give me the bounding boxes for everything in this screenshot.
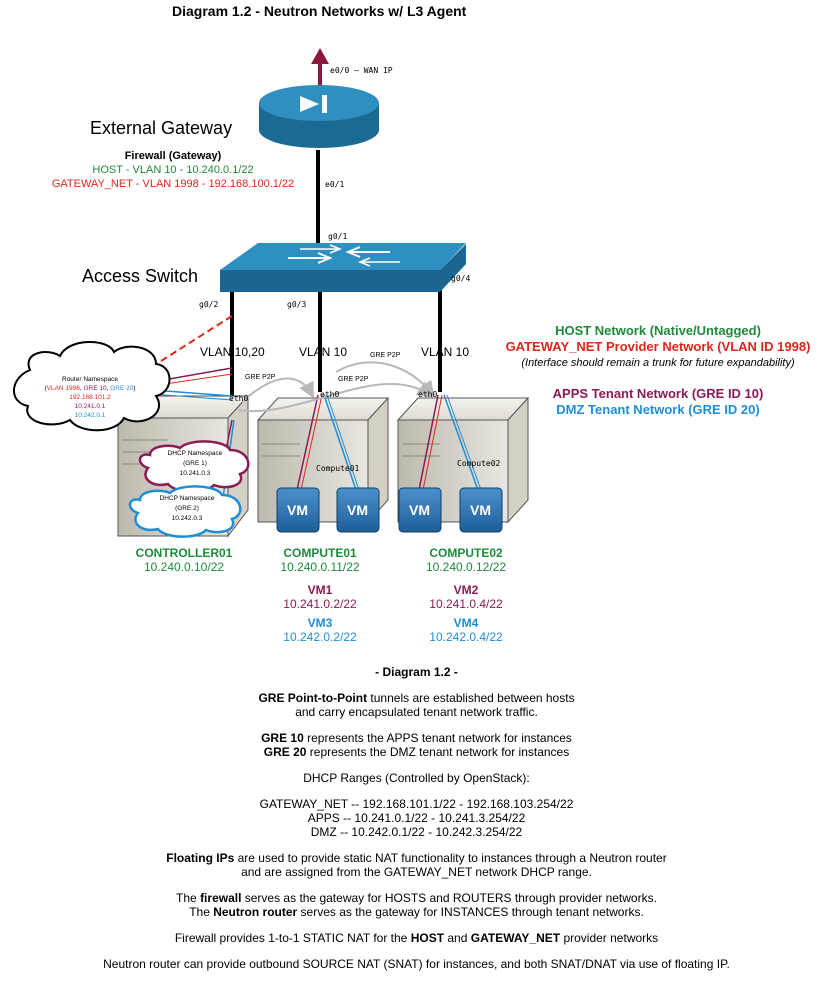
eth0-controller: eth0 (229, 394, 249, 403)
firewall-gateway-net-line: GATEWAY_NET - VLAN 1998 - 192.168.100.1/… (51, 178, 295, 190)
gre-p2p-label-2: GRE P2P (245, 374, 276, 381)
router-namespace-title: Router Namespace (62, 376, 118, 383)
wan-arrow (311, 48, 329, 88)
vm2-ip: 10.241.0.4/22 (429, 597, 503, 611)
notes-heading: - Diagram 1.2 - (375, 665, 458, 679)
notes-floating-ip-line-1: Floating IPs are used to provide static … (166, 851, 667, 865)
vm1-name: VM1 (307, 583, 333, 597)
compute02-ip: 10.240.0.12/22 (425, 560, 507, 574)
router-namespace-cloud (13, 340, 171, 432)
vlan-label-compute02: VLAN 10 (421, 345, 470, 359)
gateway-net-dashed-link (149, 315, 233, 369)
firewall-title: Firewall (Gateway) (124, 150, 222, 162)
access-switch-heading: Access Switch (82, 266, 199, 286)
dhcp-namespace-cloud-2 (128, 485, 242, 538)
firewall-router-icon (259, 85, 379, 148)
vm4-ip: 10.242.0.4/22 (429, 630, 503, 644)
controller01-name: CONTROLLER01 (135, 546, 233, 560)
compute01-ip: 10.240.0.11/22 (280, 560, 360, 574)
compute01-server-label: Compute01 (316, 464, 360, 473)
gre-p2p-tunnels (237, 361, 435, 413)
access-switch-icon (220, 243, 466, 292)
switch-port-g0-4: g0/4 (451, 274, 471, 283)
notes-static-nat-line: Firewall provides 1-to-1 STATIC NAT for … (174, 931, 659, 945)
notes-range-gateway: GATEWAY_NET -- 192.168.101.1/22 - 192.16… (259, 797, 574, 811)
dhcp-1-title: DHCP Namespace (167, 450, 223, 457)
notes-floating-ip-line-2: and are assigned from the GATEWAY_NET ne… (241, 865, 592, 879)
notes-gre10-line: GRE 10 represents the APPS tenant networ… (261, 731, 572, 745)
dhcp-2-title: DHCP Namespace (159, 495, 215, 502)
switch-uplink-port: g0/1 (328, 232, 348, 241)
firewall-host-line: HOST - VLAN 10 - 10.240.0.1/22 (92, 164, 254, 176)
vm4-name: VM4 (453, 616, 479, 630)
vm-icon-label-1: VM (287, 502, 308, 518)
notes-range-dmz: DMZ -- 10.242.0.1/22 - 10.242.3.254/22 (310, 825, 523, 839)
switch-port-g0-2: g0/2 (199, 300, 219, 309)
dhcp-2-gre: (GRE 2) (175, 505, 199, 512)
diagram-notes: - Diagram 1.2 - GRE Point-to-Point tunne… (0, 665, 833, 971)
eth0-compute01: eth0 (320, 390, 340, 399)
router-namespace-ip-apps: 10.241.0.1 (74, 403, 106, 410)
notes-firewall-line: The firewall serves as the gateway for H… (176, 891, 657, 905)
vm3-name: VM3 (307, 616, 333, 630)
router-namespace-ip-gateway: 192.168.101.2 (69, 394, 111, 401)
external-gateway-heading: External Gateway (90, 118, 233, 138)
vm-icon-label-3: VM (409, 502, 430, 518)
notes-gre-line-2: and carry encapsulated tenant network tr… (295, 705, 538, 719)
legend-apps-network: APPS Tenant Network (GRE ID 10) (552, 386, 764, 401)
notes-snat-line: Neutron router can provide outbound SOUR… (103, 957, 730, 971)
compute02-name: COMPUTE02 (429, 546, 503, 560)
legend-gateway-net: GATEWAY_NET Provider Network (VLAN ID 19… (505, 339, 811, 354)
vm-icon-label-2: VM (347, 502, 368, 518)
dhcp-namespace-cloud-1 (138, 440, 250, 493)
notes-neutron-router-line: The Neutron router serves as the gateway… (189, 905, 644, 919)
diagram-title: Diagram 1.2 - Neutron Networks w/ L3 Age… (172, 3, 467, 19)
dhcp-2-ip: 10.242.0.3 (171, 515, 203, 522)
legend-host-network: HOST Network (Native/Untagged) (555, 323, 761, 338)
dhcp-1-ip: 10.241.0.3 (179, 470, 211, 477)
wan-port-label: e0/0 – WAN IP (330, 66, 393, 75)
notes-dhcp-heading: DHCP Ranges (Controlled by OpenStack): (303, 771, 530, 785)
firewall-lan-port: e0/1 (325, 180, 345, 189)
vlan-label-compute01: VLAN 10 (299, 345, 348, 359)
vm-icon-label-4: VM (470, 502, 491, 518)
compute01-name: COMPUTE01 (283, 546, 357, 560)
switch-port-g0-3: g0/3 (287, 300, 307, 309)
vm2-name: VM2 (453, 583, 479, 597)
gre-p2p-label-1: GRE P2P (370, 352, 401, 359)
tenant-network-links (151, 367, 482, 506)
controller01-ip: 10.240.0.10/22 (143, 560, 225, 574)
notes-gre-line-1: GRE Point-to-Point tunnels are establish… (258, 691, 575, 705)
vm1-ip: 10.241.0.2/22 (283, 597, 357, 611)
vm3-ip: 10.242.0.2/22 (283, 630, 357, 644)
router-namespace-networks: (VLAN 1998, GRE 10, GRE 20) (44, 385, 136, 392)
eth0-compute02: eth0 (418, 390, 438, 399)
compute02-server-label: Compute02 (457, 459, 501, 468)
legend-trunk-note: (Interface should remain a trunk for fut… (521, 357, 795, 369)
vlan-label-controller: VLAN 10,20 (200, 345, 265, 359)
dhcp-1-gre: (GRE 1) (183, 460, 207, 467)
vm-icons (276, 487, 503, 533)
gre-p2p-label-3: GRE P2P (338, 376, 369, 383)
notes-range-apps: APPS -- 10.241.0.1/22 - 10.241.3.254/22 (307, 811, 526, 825)
notes-gre20-line: GRE 20 represents the DMZ tenant network… (263, 745, 570, 759)
router-namespace-ip-dmz: 10.242.0.1 (74, 412, 106, 419)
legend-dmz-network: DMZ Tenant Network (GRE ID 20) (556, 402, 760, 417)
